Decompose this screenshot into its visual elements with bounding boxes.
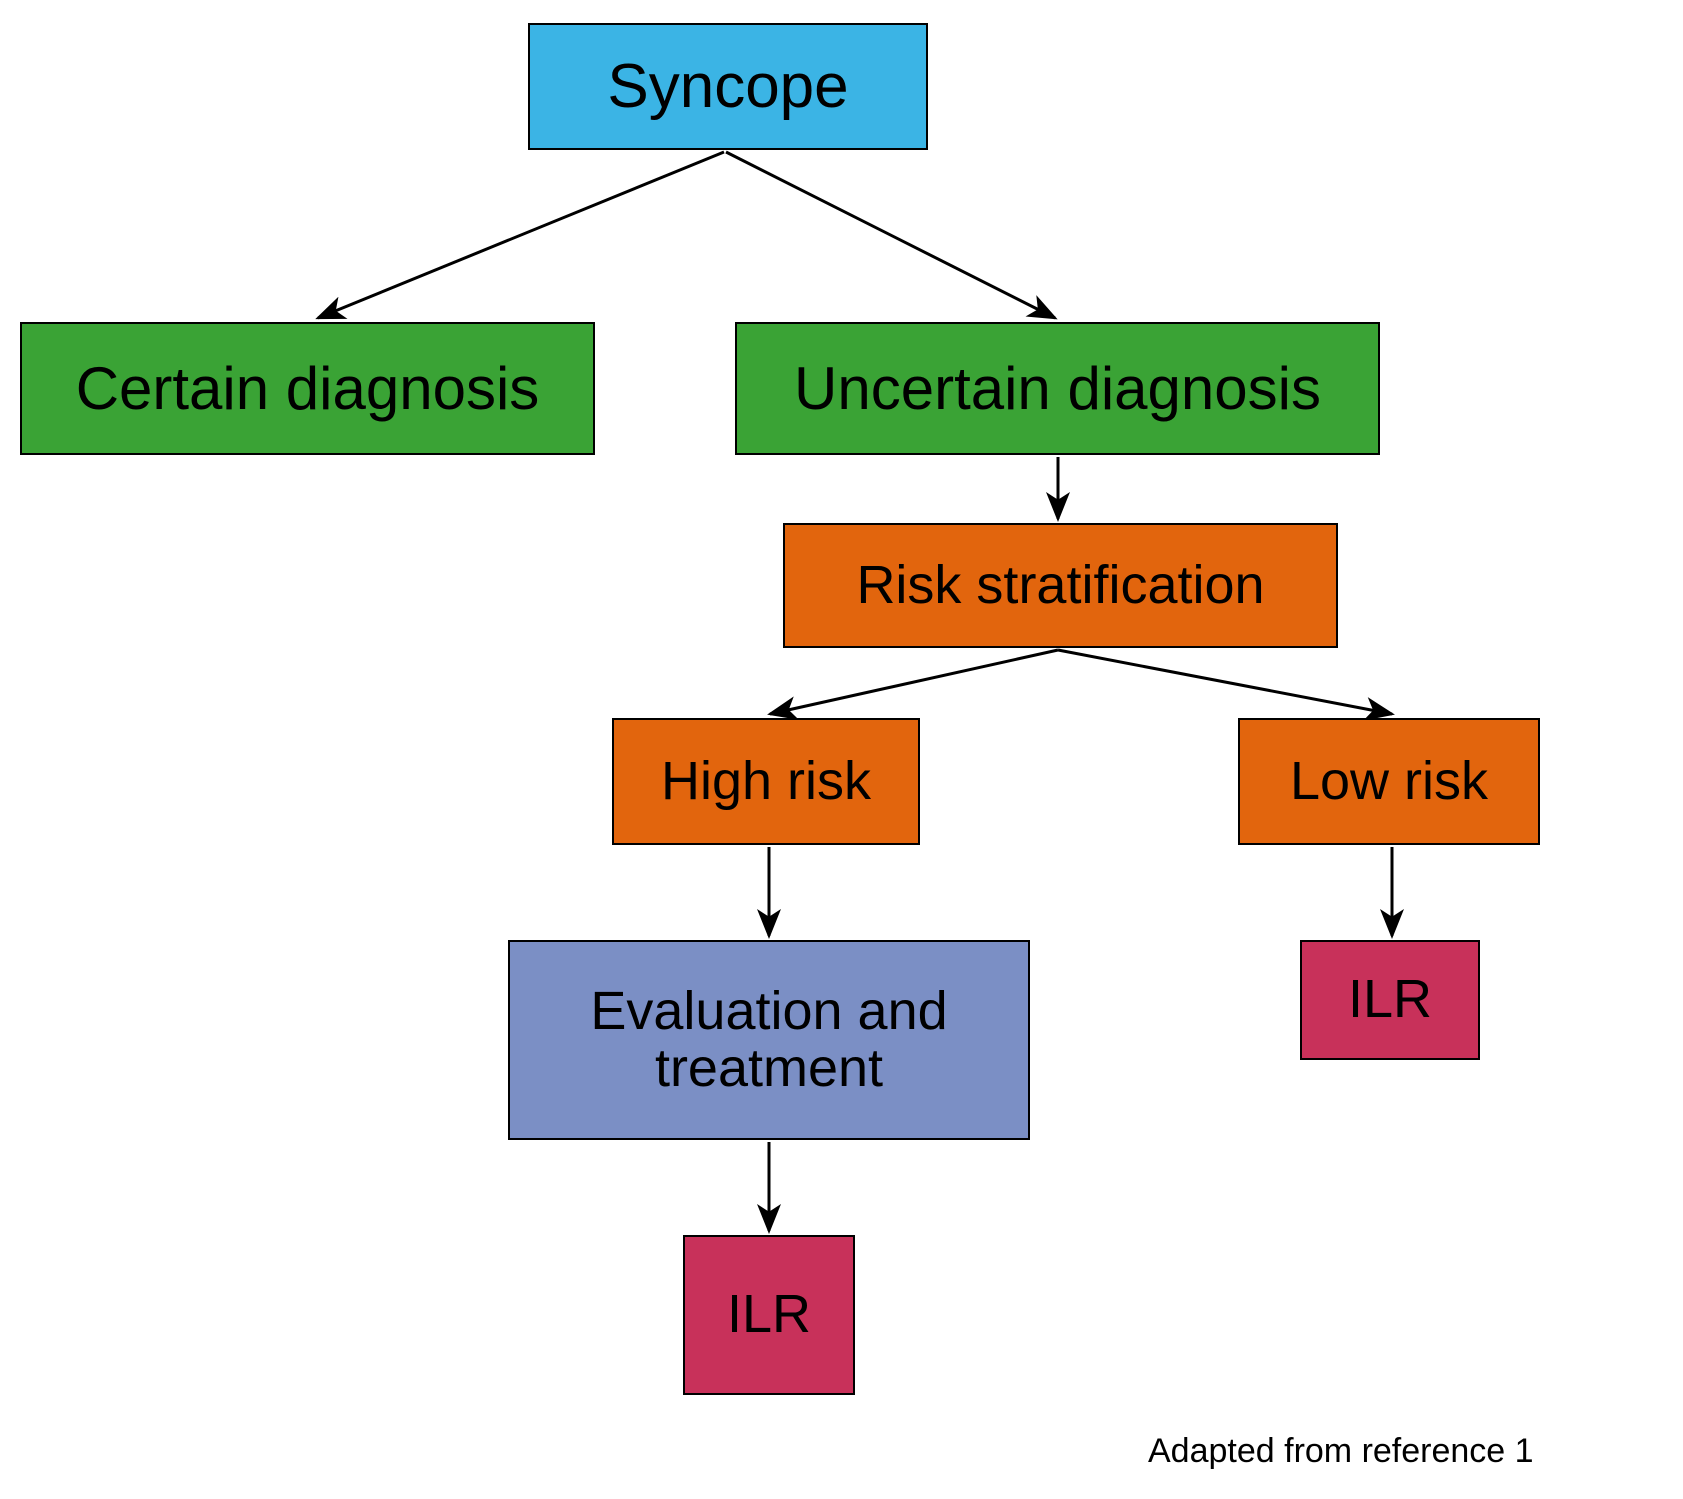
edge-syncope-to-certain <box>315 150 725 320</box>
edge-syncope-to-uncertain <box>725 150 1058 320</box>
node-label: Uncertain diagnosis <box>794 354 1321 422</box>
node-certain-diagnosis[interactable]: Certain diagnosis <box>20 322 595 455</box>
node-label: Syncope <box>607 51 849 121</box>
node-evaluation-and-treatment[interactable]: Evaluation and treatment <box>508 940 1030 1140</box>
node-risk-stratification[interactable]: Risk stratification <box>783 523 1338 648</box>
node-ilr-high-risk[interactable]: ILR <box>683 1235 855 1395</box>
edge-risk-to-high <box>767 648 1059 720</box>
source-caption: Adapted from reference 1 <box>1148 1432 1534 1470</box>
node-ilr-low-risk[interactable]: ILR <box>1300 940 1480 1060</box>
node-label: ILR <box>726 1284 812 1345</box>
node-label: Risk stratification <box>856 554 1265 615</box>
node-label: Certain diagnosis <box>75 354 540 422</box>
node-label: Low risk <box>1289 750 1489 811</box>
node-syncope[interactable]: Syncope <box>528 23 928 150</box>
node-uncertain-diagnosis[interactable]: Uncertain diagnosis <box>735 322 1380 455</box>
node-label: ILR <box>1347 969 1433 1030</box>
node-high-risk[interactable]: High risk <box>612 718 920 845</box>
node-low-risk[interactable]: Low risk <box>1238 718 1540 845</box>
node-label: High risk <box>660 750 872 811</box>
node-label: Evaluation and treatment <box>590 980 948 1098</box>
edge-risk-to-low <box>1057 648 1395 721</box>
